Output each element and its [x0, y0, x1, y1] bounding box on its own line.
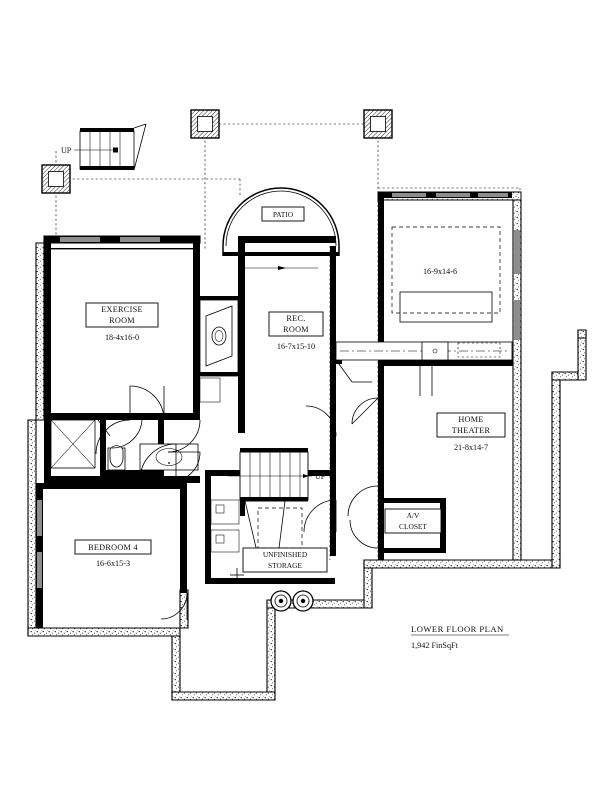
terrace-above-outline: 16-9x14-6 — [384, 192, 512, 323]
room-label-av-closet: A/V CLOSET — [384, 508, 442, 534]
annotation-up-exterior: UP — [61, 146, 72, 155]
room-label-unfinished-storage: UNFINISHED STORAGE — [242, 547, 328, 573]
annotation-up-interior: UP — [315, 472, 326, 481]
room-name-line-1: A/V — [407, 511, 420, 520]
column-round-2 — [292, 590, 314, 612]
hall-door-swings — [95, 385, 201, 483]
column-square-1 — [190, 109, 220, 139]
room-dimension: 18-4x16-0 — [105, 333, 139, 342]
room-name-line-1: UNFINISHED — [263, 550, 308, 559]
room-name-line-2: CLOSET — [399, 522, 427, 531]
column-round-1 — [270, 590, 292, 612]
room-label-bedroom-4: BEDROOM 4 16-6x15-3 — [74, 539, 152, 568]
column-square-3 — [41, 164, 71, 194]
room-name-line-1: HOME — [458, 415, 483, 424]
column-square-2 — [363, 109, 393, 139]
vanity-sink-fixture — [139, 443, 199, 471]
room-name-line-2: ROOM — [283, 325, 309, 334]
wet-bar-counter — [335, 341, 513, 396]
room-dimension-terrace: 16-9x14-6 — [423, 267, 457, 276]
column-symbols-round — [270, 590, 314, 612]
room-name-line-2: STORAGE — [268, 561, 302, 570]
room-dimension: 16-6x15-3 — [96, 559, 130, 568]
mechanical-closet — [199, 296, 239, 403]
reference-marker — [230, 568, 244, 582]
room-name-line-1: REC. — [286, 314, 305, 323]
room-label-patio: PATIO — [261, 206, 305, 222]
exterior-stair: UP — [61, 123, 147, 171]
plan-title: LOWER FLOOR PLAN — [411, 624, 504, 634]
room-name-line-1: EXERCISE — [101, 305, 143, 314]
room-name-line-2: ROOM — [109, 316, 135, 325]
door-swings-cluster — [160, 397, 379, 620]
plan-area-note: 1,942 FinSqFt — [411, 641, 459, 650]
room-label-rec-room: REC. ROOM 16-7x15-10 — [268, 311, 324, 351]
window-openings — [37, 230, 520, 588]
room-dimension: 21-8x14-7 — [454, 443, 488, 452]
title-block: LOWER FLOOR PLAN 1,942 FinSqFt — [411, 624, 509, 650]
room-label-exercise-room: EXERCISE ROOM 18-4x16-0 — [85, 302, 159, 342]
interior-staircase: UP — [210, 448, 326, 557]
toilet-fixture — [107, 445, 126, 471]
room-dimension: 16-7x15-10 — [277, 342, 315, 351]
patio-bay — [222, 187, 340, 270]
column-symbols-square — [41, 109, 393, 194]
room-label-home-theater: HOME THEATER 21-8x14-7 — [436, 412, 506, 452]
room-name-line-1: PATIO — [273, 210, 294, 219]
room-name-line-2: THEATER — [452, 426, 491, 435]
room-name-line-1: BEDROOM 4 — [88, 543, 138, 552]
shower-fixture — [50, 419, 111, 469]
bathroom-fixtures — [50, 419, 199, 471]
